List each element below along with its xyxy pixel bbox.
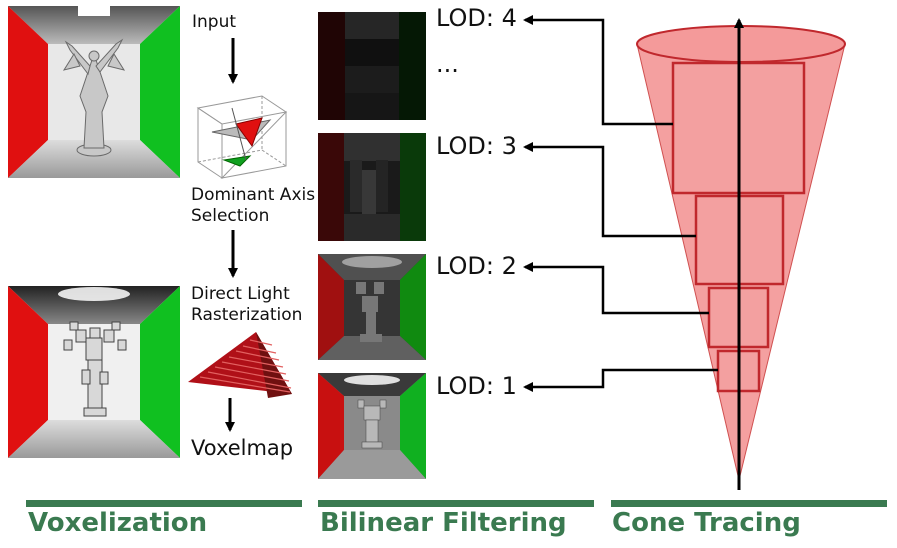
dominant-axis-label: Dominant Axis Selection [191, 185, 316, 227]
input-label: Input [192, 12, 237, 32]
connector-lod2 [523, 262, 709, 315]
voxelization-bar [26, 500, 302, 507]
cone-tracing-bar [611, 500, 887, 507]
statue-figure [62, 38, 126, 157]
lod3-label: LOD: 3 [436, 132, 517, 160]
lod4-thumbnail [318, 12, 426, 120]
section-title-filtering: Bilinear Filtering [320, 508, 567, 538]
voxelized-statue [63, 321, 127, 417]
cornell-box-voxelized [8, 286, 180, 458]
lod-ellipsis: ... [436, 50, 459, 78]
lod3-thumbnail [318, 133, 426, 241]
connector-lod1 [523, 368, 718, 392]
section-title-cone-tracing: Cone Tracing [612, 508, 801, 538]
cone-shape [636, 25, 846, 481]
voxelmap-label: Voxelmap [191, 436, 294, 460]
voxelmap-pyramid [188, 332, 292, 398]
section-title-voxelization: Voxelization [28, 508, 208, 538]
filtering-bar [318, 500, 594, 507]
dominant-axis-cube [196, 95, 288, 179]
lod4-label: LOD: 4 [436, 4, 517, 32]
lod1-label: LOD: 1 [436, 372, 517, 400]
connector-lod4 [523, 15, 673, 126]
direct-light-label: Direct Light Rasterization [191, 284, 303, 326]
connector-lod3 [523, 142, 696, 238]
cornell-box-input [8, 6, 180, 178]
lod1-thumbnail [318, 373, 426, 479]
lod2-thumbnail [318, 254, 426, 360]
lod2-label: LOD: 2 [436, 252, 517, 280]
lod-connectors [523, 15, 718, 392]
